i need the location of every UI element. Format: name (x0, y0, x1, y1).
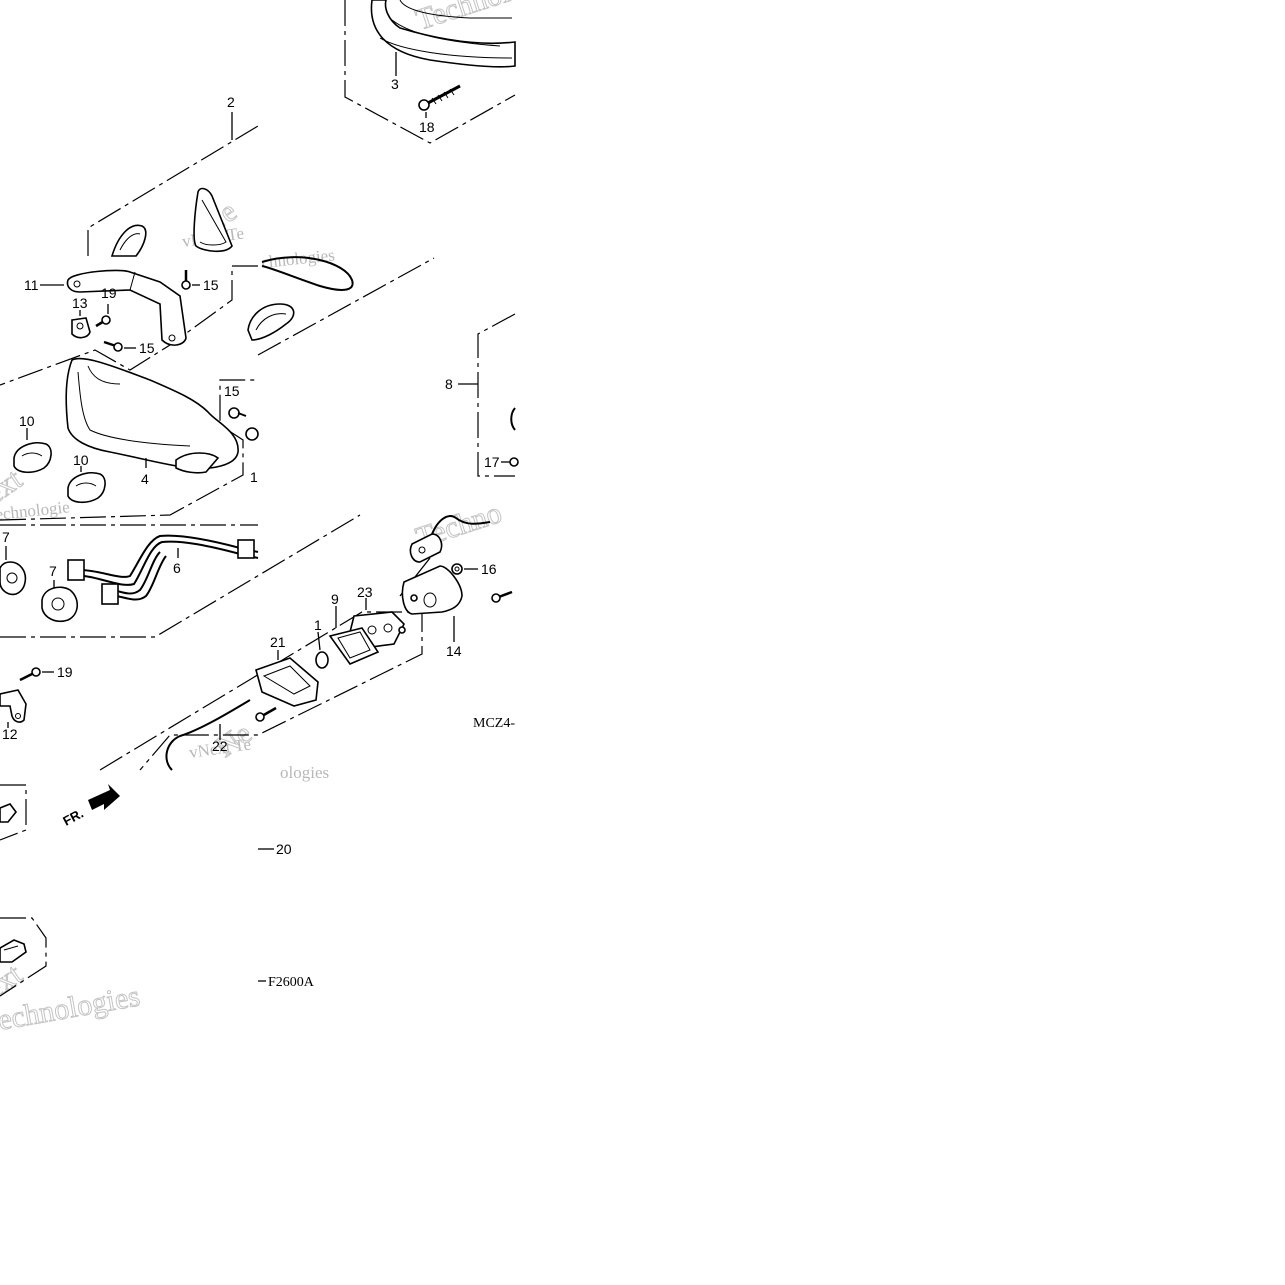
callout-15c: 15 (224, 383, 240, 399)
lens-part (110, 224, 147, 257)
connector-part (67, 559, 85, 581)
callout-19b: 19 (57, 664, 73, 680)
clip-part (71, 317, 91, 339)
callout-11: 11 (24, 277, 39, 293)
rear-cover-group: 3 18 (344, 0, 516, 144)
front-arrow-icon (88, 784, 120, 810)
tail-lens-part (401, 565, 463, 615)
harness-panel: 7 7 6 (0, 514, 361, 638)
callout-2: 2 (227, 94, 235, 110)
callout-10b: 10 (73, 452, 89, 468)
connector-part (0, 939, 27, 963)
callout-7a: 7 (2, 529, 10, 545)
socket-icon (409, 533, 443, 563)
connector-part (237, 539, 255, 559)
screw-icon (418, 84, 461, 111)
callout-4: 4 (141, 471, 149, 487)
callout-1b: 1 (314, 617, 322, 633)
watermarks: vNext Te chnologies echnologie Technolo … (0, 0, 528, 1037)
callout-1: 1 (250, 469, 258, 485)
diagram-ref-code: F2600A (268, 975, 315, 990)
callout-23: 23 (357, 584, 373, 600)
screw-icon (103, 340, 123, 352)
nut-icon (451, 563, 463, 575)
lens-cover-part (255, 657, 319, 707)
front-arrow-label: FR. (60, 806, 86, 829)
housing-panel: 4 10 10 15 1 (0, 357, 259, 521)
assembly-2: 2 11 15 13 (0, 94, 435, 386)
reflector-part (247, 303, 295, 341)
socket-icon (0, 561, 27, 596)
callout-21: 21 (270, 634, 286, 650)
callout-6: 6 (173, 560, 181, 576)
bracket-part (0, 689, 27, 723)
connector-part (101, 583, 119, 605)
assembly-8: 8 17 (445, 313, 519, 477)
callout-14: 14 (446, 643, 462, 659)
screw-icon (95, 315, 111, 328)
socket-icon (41, 586, 79, 623)
callout-7b: 7 (49, 563, 57, 579)
callout-9: 9 (331, 591, 339, 607)
license-light-group: 14 16 23 9 1 21 (99, 515, 515, 771)
callout-13: 13 (72, 295, 88, 311)
callout-17: 17 (484, 454, 500, 470)
callout-18: 18 (419, 119, 435, 135)
callout-16: 16 (481, 561, 497, 577)
callout-10a: 10 (19, 413, 35, 429)
diagram-code: MCZ4- (473, 716, 515, 731)
watermark-text: ologies (280, 763, 329, 782)
screw-icon (255, 706, 277, 722)
bolt-icon (228, 407, 247, 419)
connector-part (0, 803, 18, 823)
callout-19a: 19 (101, 285, 117, 301)
callout-12: 12 (2, 726, 18, 742)
callout-15b: 15 (139, 340, 155, 356)
callout-20: 20 (276, 841, 292, 857)
callout-15a: 15 (203, 277, 219, 293)
bracket-part (66, 269, 187, 346)
callout-8: 8 (445, 376, 453, 392)
bulb-icon (315, 651, 329, 669)
bulb-icon (13, 442, 52, 474)
callout-3: 3 (391, 76, 399, 92)
housing-part (65, 357, 239, 470)
rear-cover-part (370, 0, 516, 68)
callout-22: 22 (212, 738, 228, 754)
bolt-icon (181, 270, 191, 290)
screw-icon (491, 590, 513, 603)
screw-icon (19, 667, 41, 682)
bulb-icon (67, 472, 106, 504)
